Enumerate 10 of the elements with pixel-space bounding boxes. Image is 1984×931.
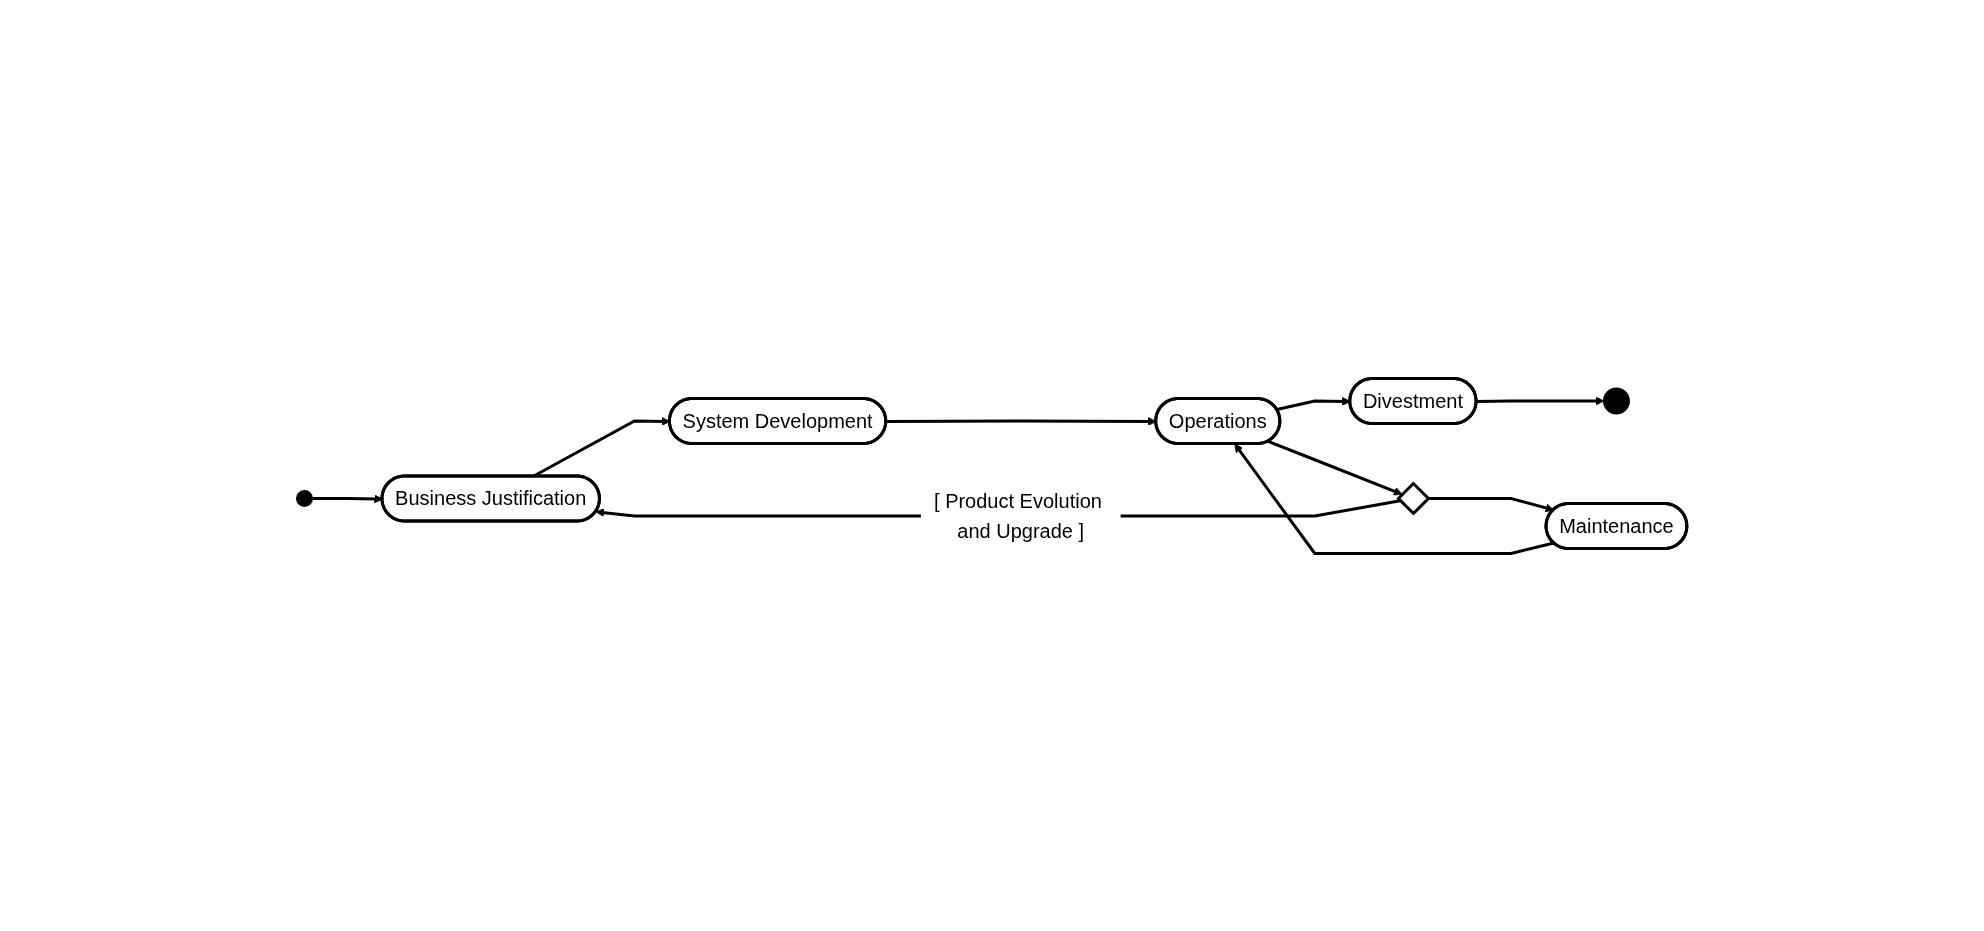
arrow [1267,439,1403,495]
arrow [1276,396,1351,411]
arrow [1428,496,1555,512]
edge-label: [ Product Evolution and Upgrade ] [934,489,1102,542]
node-circle [296,489,314,507]
node-circle [1603,387,1631,414]
arrow [312,494,383,503]
node-diamond [1396,480,1431,516]
arrow [1234,443,1555,555]
arrow [1476,396,1605,405]
